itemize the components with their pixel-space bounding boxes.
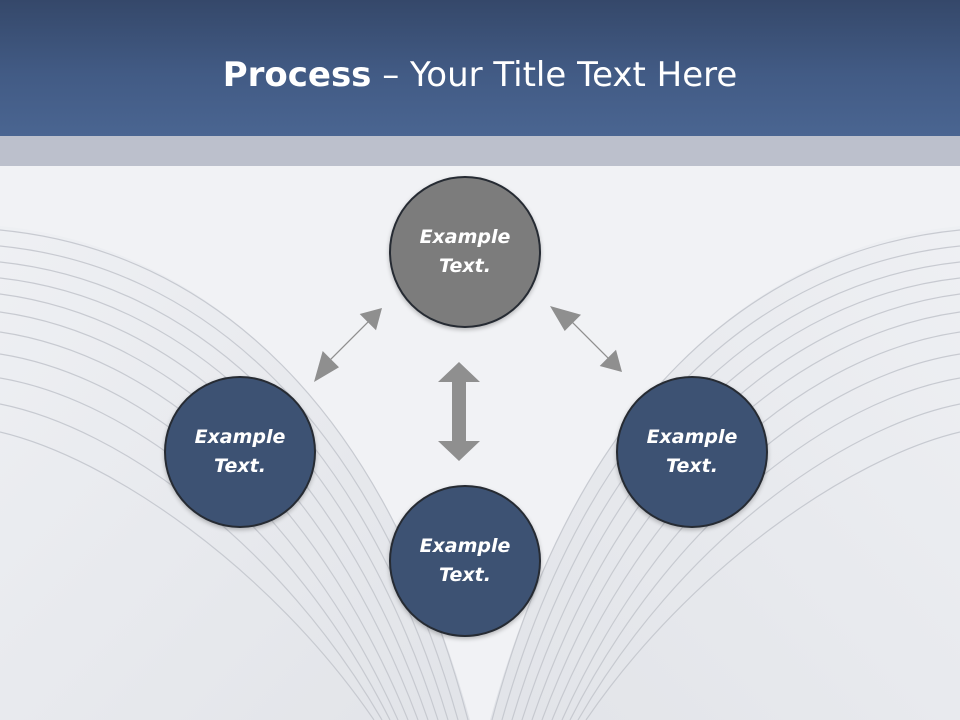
process-node-left[interactable]: Example Text.	[164, 376, 316, 528]
node-left-text: Example Text.	[180, 423, 300, 481]
node-right-line1: Example	[646, 426, 738, 448]
process-node-right[interactable]: Example Text.	[616, 376, 768, 528]
process-node-bottom[interactable]: Example Text.	[389, 485, 541, 637]
node-right-line2: Text.	[666, 455, 718, 477]
title-bar	[0, 0, 960, 136]
arrow-vertical	[438, 362, 480, 461]
slide-title[interactable]: Process – Your Title Text Here	[0, 52, 960, 98]
node-bottom-line1: Example	[419, 535, 511, 557]
node-bottom-line2: Text.	[439, 564, 491, 586]
node-left-line1: Example	[194, 426, 286, 448]
title-underline-band	[0, 136, 960, 166]
title-rest: – Your Title Text Here	[371, 55, 738, 95]
node-right-text: Example Text.	[632, 423, 752, 481]
node-left-line2: Text.	[214, 455, 266, 477]
node-top-line1: Example	[419, 226, 511, 248]
node-top-text: Example Text.	[405, 223, 525, 281]
arrow-top-right	[550, 306, 622, 372]
arrow-top-left	[314, 308, 382, 382]
node-top-line2: Text.	[439, 255, 491, 277]
node-bottom-text: Example Text.	[405, 532, 525, 590]
process-node-top[interactable]: Example Text.	[389, 176, 541, 328]
title-bold: Process	[222, 55, 372, 95]
